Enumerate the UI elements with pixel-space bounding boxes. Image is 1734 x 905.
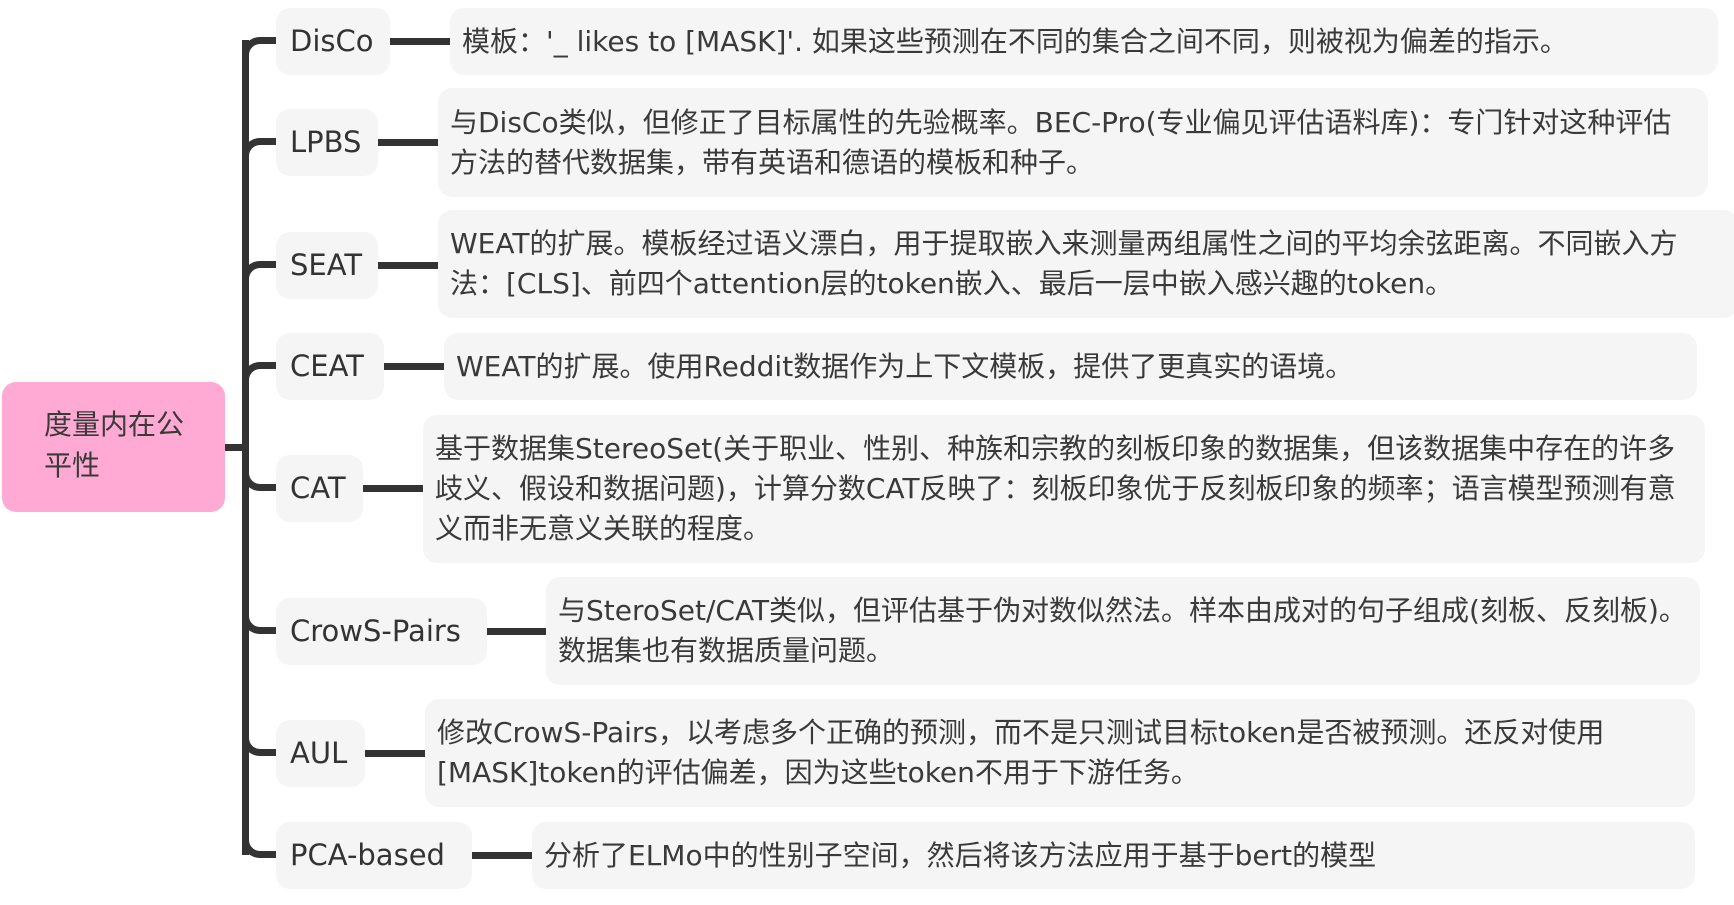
branch-label: CrowS-Pairs xyxy=(290,614,461,648)
description-text: 与DisCo类似，但修正了目标属性的先验概率。BEC-Pro(专业偏见评估语料库… xyxy=(450,105,1672,179)
branch-connector xyxy=(365,750,425,757)
branch-label: SEAT xyxy=(290,248,363,282)
branch-node-cat[interactable]: CAT xyxy=(276,455,363,522)
elbow-connector xyxy=(242,37,276,59)
root-topic[interactable]: 度量内在公平性 xyxy=(2,382,225,512)
elbow-connector xyxy=(242,362,276,384)
branch-node-disco[interactable]: DisCo xyxy=(276,8,390,75)
branch-description-aul[interactable]: 修改CrowS-Pairs，以考虑多个正确的预测，而不是只测试目标token是否… xyxy=(425,699,1695,807)
branch-label: LPBS xyxy=(290,125,362,159)
branch-description-crows-pairs[interactable]: 与SteroSet/CAT类似，但评估基于伪对数似然法。样本由成对的句子组成(刻… xyxy=(546,577,1700,685)
description-text: WEAT的扩展。使用Reddit数据作为上下文模板，提供了更真实的语境。 xyxy=(456,349,1354,383)
branch-description-seat[interactable]: WEAT的扩展。模板经过语义漂白，用于提取嵌入来测量两组属性之间的平均余弦距离。… xyxy=(438,210,1734,318)
description-text: 模板：'_ likes to [MASK]'. 如果这些预测在不同的集合之间不同… xyxy=(462,24,1568,58)
branch-node-aul[interactable]: AUL xyxy=(276,720,365,787)
branch-connector xyxy=(378,139,438,146)
root-topic-label: 度量内在公平性 xyxy=(44,408,185,482)
branch-connector xyxy=(390,38,450,45)
description-text: WEAT的扩展。模板经过语义漂白，用于提取嵌入来测量两组属性之间的平均余弦距离。… xyxy=(450,227,1678,300)
branch-label: CAT xyxy=(290,471,346,505)
branch-label: DisCo xyxy=(290,24,374,58)
branch-label: AUL xyxy=(290,736,348,770)
branch-label: PCA-based xyxy=(290,838,445,872)
description-text: 修改CrowS-Pairs，以考虑多个正确的预测，而不是只测试目标token是否… xyxy=(437,716,1605,789)
branch-connector xyxy=(363,485,423,492)
elbow-connector xyxy=(242,469,276,491)
branch-description-disco[interactable]: 模板：'_ likes to [MASK]'. 如果这些预测在不同的集合之间不同… xyxy=(450,8,1718,75)
description-text: 与SteroSet/CAT类似，但评估基于伪对数似然法。样本由成对的句子组成(刻… xyxy=(558,594,1687,667)
elbow-connector xyxy=(242,261,276,283)
branch-node-ceat[interactable]: CEAT xyxy=(276,333,384,400)
branch-label: CEAT xyxy=(290,349,364,383)
description-text: 分析了ELMo中的性别子空间，然后将该方法应用于基于bert的模型 xyxy=(544,838,1377,872)
elbow-connector xyxy=(242,612,276,634)
branch-node-seat[interactable]: SEAT xyxy=(276,232,378,299)
root-connector xyxy=(225,444,245,451)
branch-node-lpbs[interactable]: LPBS xyxy=(276,109,378,176)
elbow-connector xyxy=(242,836,276,858)
branch-description-ceat[interactable]: WEAT的扩展。使用Reddit数据作为上下文模板，提供了更真实的语境。 xyxy=(444,333,1697,400)
branch-spine xyxy=(242,40,249,855)
description-text: 基于数据集StereoSet(关于职业、性别、种族和宗教的刻板印象的数据集，但该… xyxy=(435,432,1676,545)
branch-connector xyxy=(487,628,547,635)
branch-connector xyxy=(472,852,532,859)
branch-connector xyxy=(378,262,438,269)
branch-description-lpbs[interactable]: 与DisCo类似，但修正了目标属性的先验概率。BEC-Pro(专业偏见评估语料库… xyxy=(438,88,1708,197)
elbow-connector xyxy=(242,734,276,756)
elbow-connector xyxy=(242,138,276,160)
branch-description-cat[interactable]: 基于数据集StereoSet(关于职业、性别、种族和宗教的刻板印象的数据集，但该… xyxy=(423,415,1705,563)
branch-connector xyxy=(384,363,444,370)
branch-node-crows-pairs[interactable]: CrowS-Pairs xyxy=(276,598,487,665)
branch-node-pca-based[interactable]: PCA-based xyxy=(276,822,472,889)
branch-description-pca-based[interactable]: 分析了ELMo中的性别子空间，然后将该方法应用于基于bert的模型 xyxy=(532,822,1695,889)
